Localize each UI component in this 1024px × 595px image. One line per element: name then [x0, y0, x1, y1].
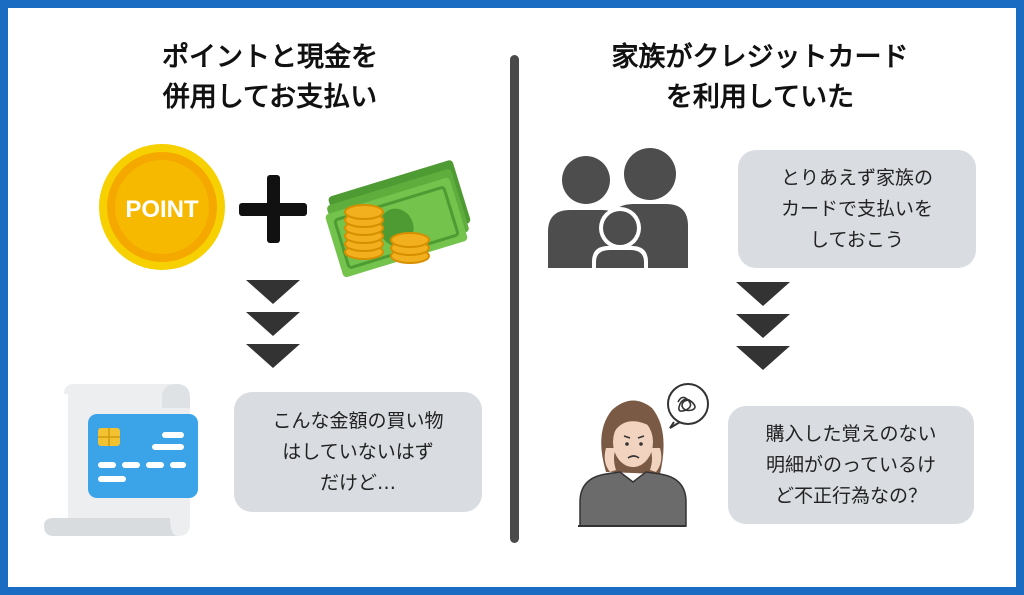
right-title-line2: を利用していた [665, 82, 855, 113]
left-title: ポイントと現金を 併用してお支払い [80, 38, 460, 118]
right-top-bubble-text: とりあえず家族の カードで支払いを しておこう [780, 166, 933, 251]
center-divider [510, 55, 519, 543]
plus-icon [239, 175, 307, 243]
left-title-line2: 併用してお支払い [162, 82, 378, 113]
right-bottom-bubble-text: 購入した覚えのない 明細がのっているけ ど不正行為なの？ [765, 422, 937, 507]
point-coin-icon: POINT [99, 144, 225, 270]
left-bubble-text: こんな金額の買い物 はしていないはず だけど… [272, 409, 444, 494]
cash-icon [325, 160, 471, 278]
left-speech-bubble: こんな金額の買い物 はしていないはず だけど… [234, 392, 482, 512]
right-bottom-speech-bubble: 購入した覚えのない 明細がのっているけ ど不正行為なの？ [728, 406, 974, 524]
confused-thought-icon [667, 383, 709, 429]
left-down-arrows [246, 280, 300, 368]
left-title-line1: ポイントと現金を [162, 42, 378, 73]
point-coin-label: POINT [125, 196, 199, 223]
right-down-arrows [736, 282, 790, 370]
family-icon [548, 148, 688, 270]
right-top-speech-bubble: とりあえず家族の カードで支払いを しておこう [738, 150, 976, 268]
right-title-line1: 家族がクレジットカード [611, 42, 909, 73]
receipt-card-icon [44, 384, 198, 536]
worried-woman-icon [578, 400, 687, 527]
right-title: 家族がクレジットカード を利用していた [560, 38, 960, 118]
